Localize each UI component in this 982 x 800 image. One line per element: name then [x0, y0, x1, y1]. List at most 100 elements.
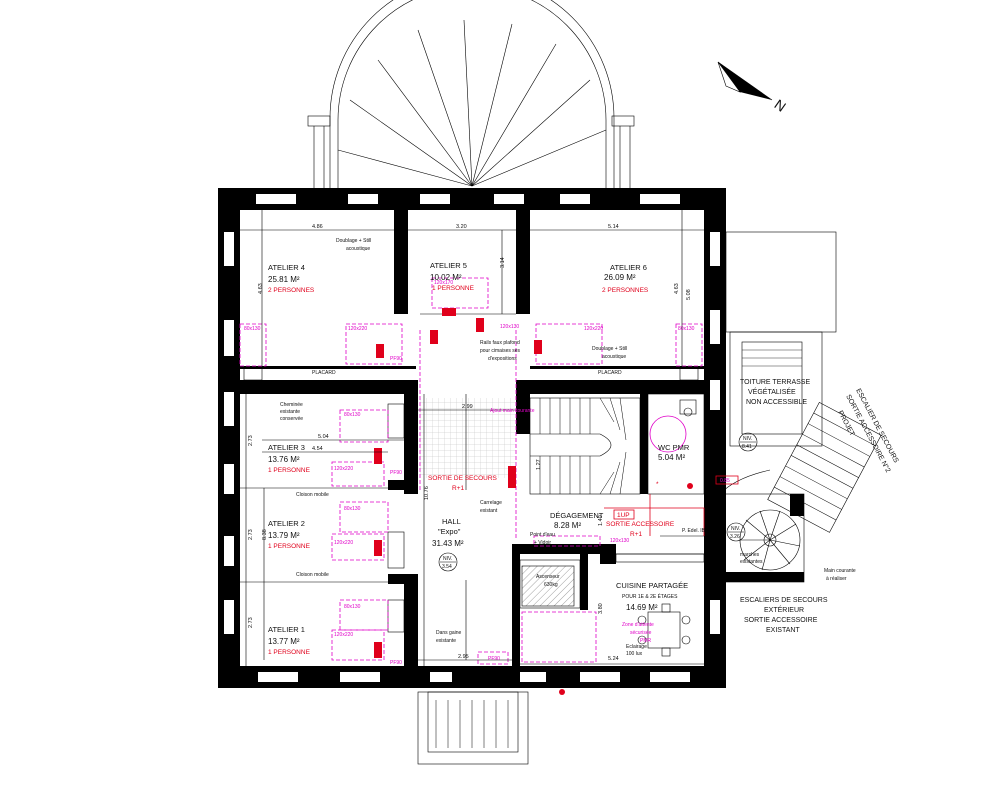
atelier6-name: ATELIER 6: [610, 263, 647, 272]
box-dim-11: 120x220: [334, 632, 353, 638]
atelier4-name: ATELIER 4: [268, 263, 305, 272]
dim-463a: 4.63: [258, 283, 264, 294]
dim-463b: 4.63: [674, 283, 680, 294]
degagement-area: 8.28 M²: [554, 521, 581, 530]
niv1-label: NIV.: [443, 556, 452, 562]
atelier5-area: 10.02 M²: [430, 273, 462, 282]
atelier3-area: 13.76 M²: [268, 455, 300, 464]
box-dim-7: 120x220: [334, 466, 353, 472]
wc-area: 5.04 M²: [658, 453, 685, 462]
atelier5-name: ATELIER 5: [430, 261, 467, 270]
dim-508: 5.08: [686, 289, 692, 300]
access-markings: [239, 277, 703, 665]
hall-name: HALL: [442, 517, 461, 526]
main-staircase: [529, 397, 641, 495]
atelier4-persons: 2 PERSONNES: [268, 287, 315, 294]
cloison-2: Cloison mobile: [296, 572, 329, 578]
rails-2: pour cimaises ses: [480, 348, 521, 354]
niv3-value: 8.41: [742, 444, 752, 450]
box-dim-6: 80x130: [344, 412, 361, 418]
dim-295: 2.95: [458, 654, 469, 660]
marches-1: marches: [740, 552, 760, 558]
pf90-2: PF90: [390, 470, 402, 476]
zone-attente-2: sécurisée: [630, 630, 652, 636]
box-dim-3: 120x220: [584, 326, 603, 332]
atelier1-persons: 1 PERSONNE: [268, 649, 311, 656]
wc-name: WC PMR: [658, 443, 690, 452]
dim-140: 1.40: [598, 515, 604, 526]
box-dim-10: 80x130: [344, 604, 361, 610]
cheminee-1: Cheminée: [280, 402, 303, 408]
interior-walls: [240, 210, 704, 666]
atelier4-area: 25.81 M²: [268, 275, 300, 284]
dim-273b: 2.73: [248, 529, 254, 540]
main-courante-2: à réaliser: [826, 576, 847, 582]
dans-gaine-2: existante: [436, 638, 456, 644]
sortie-accessoire-sub: R+1: [630, 531, 642, 538]
box-dim-2: 120x170: [434, 280, 453, 286]
esc-ext-1: ESCALIERS DE SECOURS: [740, 597, 828, 604]
pf90-1: PF90: [390, 356, 402, 362]
point-eau-1: Point d'eau: [530, 532, 555, 538]
eclairage-2: 100 lux: [626, 651, 643, 657]
ascenseur-sub: 630kg: [544, 582, 558, 588]
atelier1-area: 13.77 M²: [268, 637, 300, 646]
eclairage-1: Eclairage: [626, 644, 647, 650]
main-courante-1: Main courante: [824, 568, 856, 574]
sortie-accessoire: SORTIE ACCESSOIRE: [606, 521, 675, 528]
atelier1-name: ATELIER 1: [268, 625, 305, 634]
box-dim-5: 80x130: [678, 326, 695, 332]
cloison-1: Cloison mobile: [296, 492, 329, 498]
toiture-line1: TOITURE TERRASSE: [740, 379, 810, 386]
box-dim-8: 80x130: [344, 506, 361, 512]
bottom-bay: [417, 691, 529, 765]
atelier3-name: ATELIER 3: [268, 443, 305, 452]
esc-ext-2: EXTÉRIEUR: [764, 605, 804, 614]
cheminee-2: existante: [280, 409, 300, 415]
atelier5-persons: 1 PERSONNE: [432, 285, 475, 292]
placard-right: PLACARD: [598, 370, 622, 376]
atelier6-persons: 2 PERSONNES: [602, 287, 649, 294]
atelier2-area: 13.79 M²: [268, 531, 300, 540]
niv2-label: NIV.: [731, 526, 740, 532]
doublage-left-2: acoustique: [346, 246, 370, 252]
wc-area: [649, 399, 697, 453]
rails-1: Rails faux plafond: [480, 340, 520, 346]
box-dim-13: 120x130: [610, 538, 629, 544]
dimension-texts: 4.86 3.20 5.14 4.63 4.63 3.14 5.08 2.99 …: [248, 224, 692, 662]
hatched-floor: [420, 398, 516, 478]
outer-walls: [218, 188, 726, 688]
hall-area: 31.43 M²: [432, 539, 464, 548]
north-label: N: [772, 96, 789, 115]
point-eau-2: + Vidoir: [534, 540, 551, 546]
sortie-secours-sub: R+1: [452, 485, 464, 492]
dim-486: 4.86: [312, 224, 323, 230]
dim-085: 0.85: [720, 478, 730, 484]
cuisine-name: CUISINE PARTAGÉE: [616, 581, 688, 590]
toiture-line2: VÉGÉTALISÉE: [748, 387, 796, 396]
box-dim-1: 120x220: [348, 326, 367, 332]
rails-3: d'expositions: [488, 356, 517, 362]
atelier2-persons: 1 PERSONNE: [268, 543, 311, 550]
esc-ext-3: SORTIE ACCESSOIRE: [744, 617, 818, 624]
zone-attente-3: PMR: [640, 638, 652, 644]
dimension-lines: [240, 210, 704, 666]
top-bay: [307, 0, 635, 190]
pf90-3: PF90: [390, 660, 402, 666]
doublage-right-2: acoustique: [602, 354, 626, 360]
dim-320: 3.20: [456, 224, 467, 230]
dim-314: 3.14: [500, 257, 506, 268]
niv2-value: 3.26: [730, 534, 740, 540]
star-marker: *: [656, 481, 659, 488]
dim-380: 3.80: [598, 603, 604, 614]
ascenseur-name: Ascenseur: [536, 574, 560, 580]
box-dim-12: 120x130: [500, 324, 519, 330]
sortie-secours: SORTIE DE SECOURS: [428, 475, 498, 482]
level-markers: [438, 432, 758, 572]
box-dim-9: 120x220: [334, 540, 353, 546]
kitchen: [521, 553, 705, 657]
dim-273a: 2.73: [248, 435, 254, 446]
dim-524: 5.24: [608, 656, 619, 662]
marches-2: existantes: [740, 559, 763, 565]
